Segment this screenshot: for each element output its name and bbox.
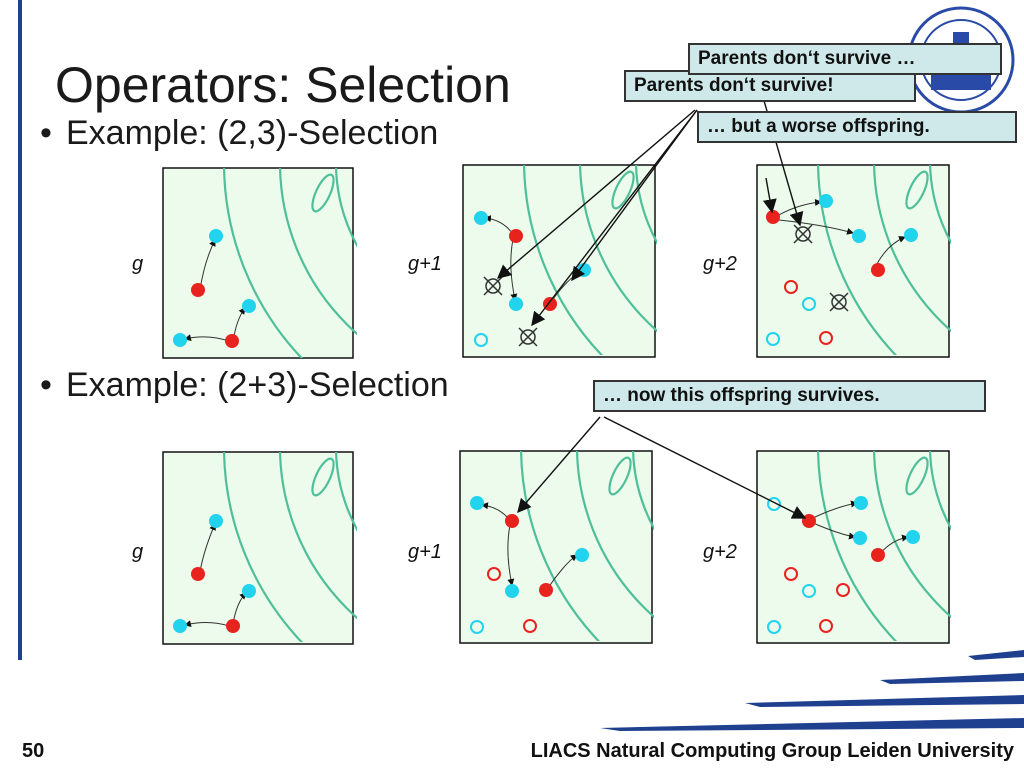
former-parent-dot	[819, 619, 833, 633]
former-parent-dot	[523, 619, 537, 633]
parent-dot	[871, 263, 885, 277]
parent-dot	[766, 210, 780, 224]
generation-label-g: g	[132, 541, 143, 563]
offspring-dot	[173, 619, 187, 633]
former-offspring-dot	[470, 620, 484, 634]
former-offspring-dot	[802, 584, 816, 598]
pointer-arrow	[571, 109, 698, 282]
pointer-arrow	[762, 177, 777, 214]
offspring-dot	[470, 496, 484, 510]
offspring-dot	[906, 530, 920, 544]
bullet-dot: •	[40, 114, 52, 152]
callout-parents-dont-survive: Parents don‘t survive!	[624, 70, 916, 102]
bullet-text: Example: (2+3)-Selection	[66, 366, 449, 404]
former-offspring-dot	[767, 620, 781, 634]
panel-plus-g	[162, 451, 357, 645]
rejected-offspring-marker	[483, 276, 503, 296]
bullet-text: Example: (2,3)-Selection	[66, 114, 439, 152]
generation-label-g2: g+2	[703, 541, 737, 563]
former-offspring-dot	[474, 333, 488, 347]
former-offspring-dot	[767, 497, 781, 511]
left-accent-rule	[18, 0, 22, 660]
panel-plus-g1	[459, 450, 654, 644]
parent-dot	[191, 283, 205, 297]
offspring-dot	[577, 263, 591, 277]
offspring-dot	[474, 211, 488, 225]
former-offspring-dot	[766, 332, 780, 346]
offspring-dot	[852, 229, 866, 243]
pointer-arrow	[517, 416, 601, 514]
parent-dot	[802, 514, 816, 528]
offspring-dot	[209, 229, 223, 243]
rejected-offspring-marker	[518, 327, 538, 347]
parent-dot	[226, 619, 240, 633]
offspring-dot	[904, 228, 918, 242]
parent-dot	[539, 583, 553, 597]
offspring-dot	[575, 548, 589, 562]
callout-offspring-survives: … now this offspring survives.	[593, 380, 986, 412]
offspring-dot	[509, 297, 523, 311]
pointer-arrow	[603, 416, 807, 519]
panel-plus-g2	[756, 450, 951, 644]
pointer-arrow	[531, 109, 698, 327]
offspring-dot	[854, 496, 868, 510]
parent-dot	[509, 229, 523, 243]
bullet-comma-selection: • Example: (2,3)-Selection	[40, 114, 438, 153]
page-number: 50	[22, 740, 45, 762]
parent-dot	[871, 548, 885, 562]
callout-worse-offspring: … but a worse offspring.	[697, 111, 1017, 143]
former-parent-dot	[487, 567, 501, 581]
parent-dot	[505, 514, 519, 528]
generation-label-g2: g+2	[703, 253, 737, 275]
callout-parents-dont-survive-ellipsis: Parents don‘t survive …	[688, 43, 1002, 75]
generation-label-g: g	[132, 253, 143, 275]
former-parent-dot	[784, 280, 798, 294]
pointer-arrow	[496, 109, 696, 279]
decorative-stripes	[600, 650, 1024, 731]
parent-dot	[225, 334, 239, 348]
rejected-offspring-marker	[793, 224, 813, 244]
offspring-dot	[209, 514, 223, 528]
footer-organization: LIACS Natural Computing Group Leiden Uni…	[530, 740, 1014, 762]
offspring-dot	[242, 584, 256, 598]
former-parent-dot	[784, 567, 798, 581]
offspring-dot	[819, 194, 833, 208]
parent-dot	[543, 297, 557, 311]
former-parent-dot	[819, 331, 833, 345]
parent-dot	[191, 567, 205, 581]
offspring-dot	[173, 333, 187, 347]
slide-title: Operators: Selection	[55, 57, 511, 113]
offspring-dot	[505, 584, 519, 598]
bullet-plus-selection: • Example: (2+3)-Selection	[40, 366, 449, 405]
offspring-dot	[853, 531, 867, 545]
generation-label-g1: g+1	[408, 253, 442, 275]
former-parent-dot	[836, 583, 850, 597]
generation-label-g1: g+1	[408, 541, 442, 563]
bullet-dot: •	[40, 366, 52, 404]
former-offspring-dot	[802, 297, 816, 311]
offspring-dot	[242, 299, 256, 313]
rejected-offspring-marker	[829, 292, 849, 312]
